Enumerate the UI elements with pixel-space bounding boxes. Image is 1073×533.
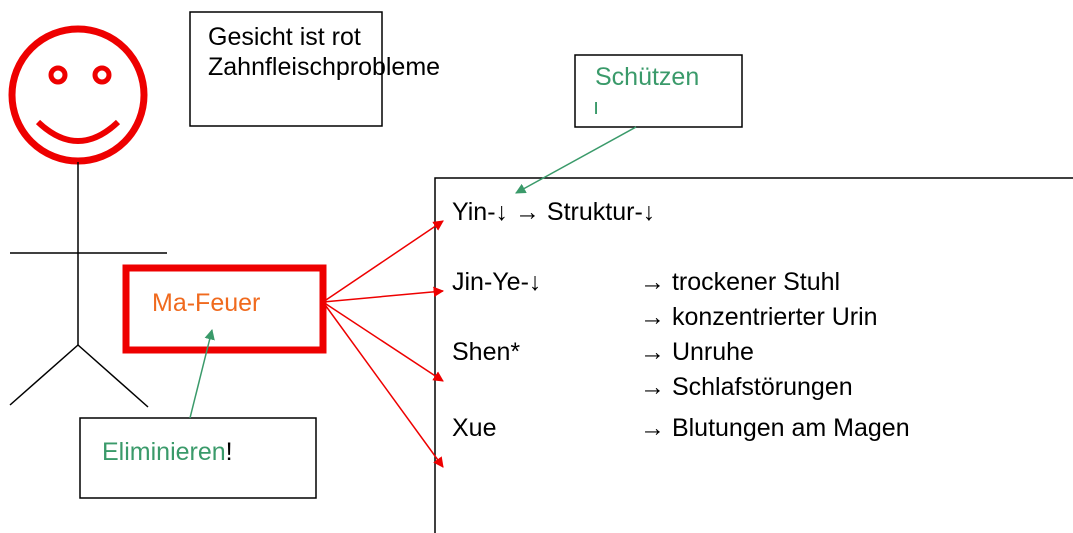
eliminate-arrow <box>189 328 215 419</box>
main-box-border <box>434 177 1073 533</box>
fire-box <box>122 264 327 354</box>
shen-effect-unrest: → Unruhe <box>640 338 754 366</box>
smiley-stick-figure-icon <box>8 25 167 408</box>
face-symptom-gums: Zahnfleischprobleme <box>208 53 441 81</box>
fire-arrow-shen <box>322 301 444 382</box>
fire-label: Ma-Feuer <box>152 289 261 317</box>
jinye-effect-urine: → konzentrierter Urin <box>640 303 878 331</box>
xue-effect-bleeding: → Blutungen am Magen <box>640 414 910 442</box>
smiley-mouth <box>35 119 121 144</box>
eliminate-suffix: ! <box>225 438 233 466</box>
protect-mark: ı <box>593 94 600 119</box>
xue-term: Xue <box>452 414 497 442</box>
protect-label: Schützen <box>595 63 700 91</box>
shen-term: Shen* <box>452 338 521 366</box>
protect-arrow <box>515 126 637 194</box>
shen-effect-sleep: → Schlafstörungen <box>640 373 853 401</box>
face-symptoms-box <box>189 11 383 127</box>
jinye-term: Jin-Ye-↓ <box>452 268 542 296</box>
jinye-effect-stool: → trockener Stuhl <box>640 268 841 296</box>
fire-arrow-xue <box>322 301 444 468</box>
eliminate-text: Eliminieren! <box>102 437 233 467</box>
fire-arrow-jinye <box>322 286 445 303</box>
yin-row: Yin-↓ → Struktur-↓ <box>452 198 656 226</box>
smiley-left-eye <box>48 65 68 85</box>
eliminate-box <box>79 417 317 499</box>
face-symptom-red: Gesicht ist rot <box>208 23 361 51</box>
eliminate-label: Eliminieren <box>102 438 226 466</box>
smiley-right-eye <box>92 65 112 85</box>
smiley-head <box>8 25 148 165</box>
figure-left-leg <box>9 344 79 406</box>
fire-arrow-yin <box>322 220 444 303</box>
protect-box <box>574 54 743 128</box>
figure-right-leg <box>77 344 149 408</box>
